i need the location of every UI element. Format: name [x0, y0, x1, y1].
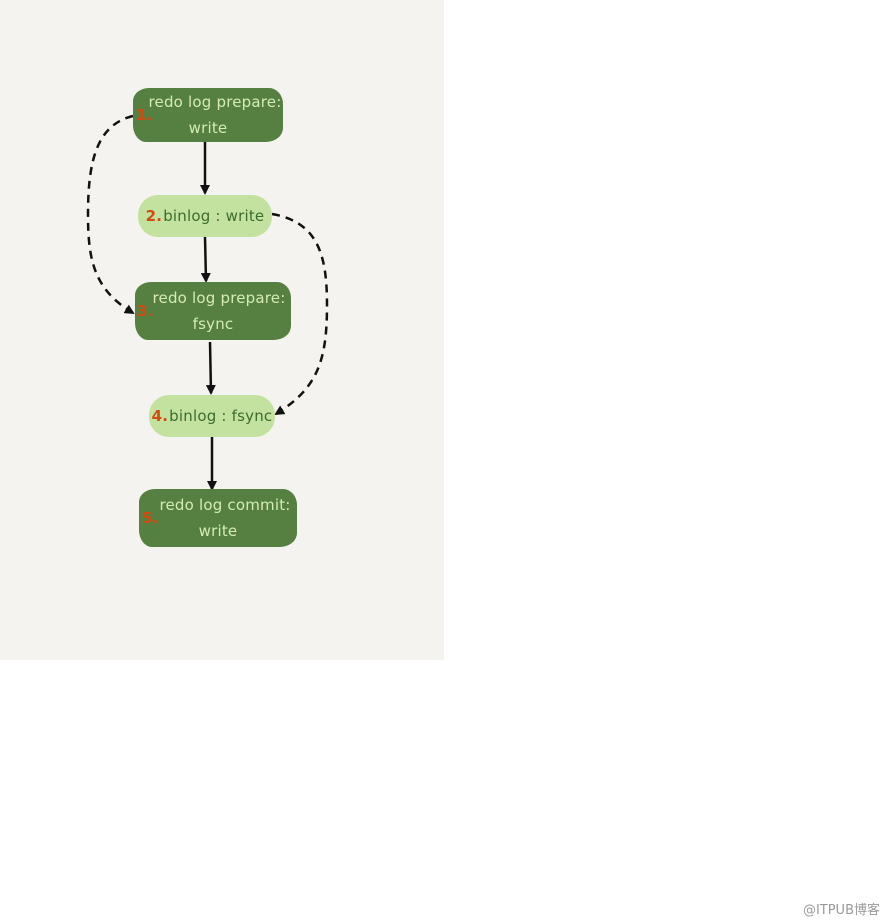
- node-redo-log-prepare-fsync: 3. redo log prepare: fsync: [135, 282, 291, 340]
- node-1-line-1: redo log prepare:: [148, 93, 282, 111]
- node-5-line-1: redo log commit:: [159, 496, 291, 514]
- step-number-2: 2.: [145, 207, 163, 225]
- node-3-line-2: fsync: [192, 315, 234, 333]
- node-binlog-write: 2. binlog : write: [138, 195, 272, 237]
- node-4-label: binlog : fsync: [169, 407, 273, 425]
- step-number-4: 4.: [151, 407, 169, 425]
- arrow-2-to-3: [200, 236, 211, 283]
- node-5-line-2: write: [198, 522, 238, 540]
- diagram-canvas: 1. redo log prepare: write 2. binlog : w…: [0, 0, 444, 660]
- dashed-arrow-1-to-3: [86, 114, 135, 315]
- step-number-5: 5.: [142, 509, 159, 527]
- node-redo-log-commit-write: 5. redo log commit: write: [139, 489, 297, 547]
- watermark: @ITPUB博客: [802, 903, 880, 918]
- node-3-line-1: redo log prepare:: [152, 289, 286, 307]
- dashed-arrow-2-to-4: [271, 212, 329, 416]
- node-binlog-fsync: 4. binlog : fsync: [149, 395, 275, 437]
- step-number-3: 3.: [137, 302, 154, 320]
- node-2-label: binlog : write: [163, 207, 265, 225]
- arrow-3-to-4: [205, 341, 216, 395]
- node-1-line-2: write: [188, 119, 228, 137]
- node-redo-log-prepare-write: 1. redo log prepare: write: [133, 88, 283, 142]
- diagram-arrows: [86, 114, 329, 491]
- step-number-1: 1.: [136, 106, 153, 124]
